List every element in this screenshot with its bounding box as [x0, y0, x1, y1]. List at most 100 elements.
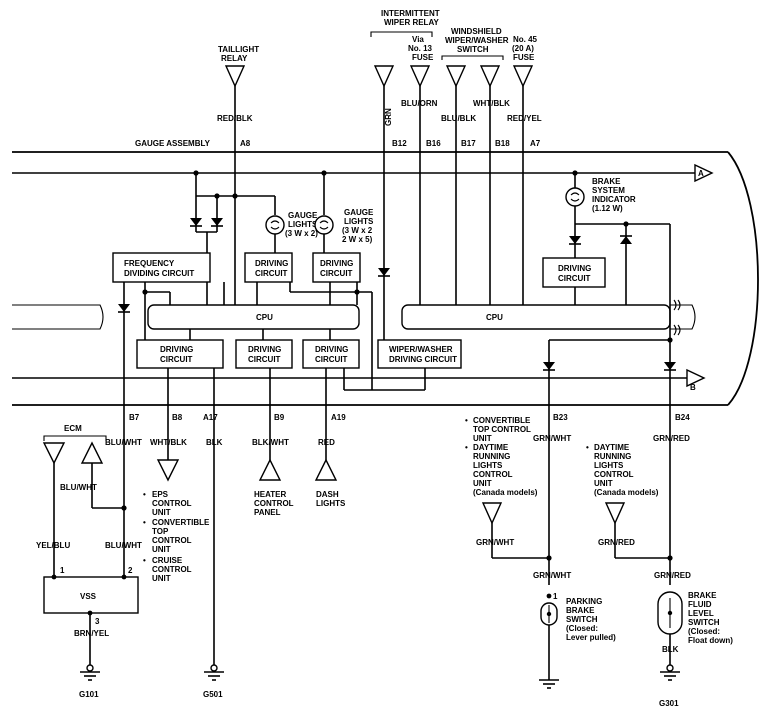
- wire-grn-red-b24: GRN/RED: [653, 434, 690, 443]
- gauge-lights-2: GAUGE LIGHTS (3 W x 2 2 W x 5): [314, 208, 374, 253]
- drv-g2-line2: CIRCUIT: [320, 269, 353, 278]
- driving-circuit-b8: DRIVING CIRCUIT: [136, 339, 224, 369]
- gauge1-line1: GAUGE: [288, 211, 318, 220]
- pin-b9: B9: [274, 413, 285, 422]
- drv-brake-line1: DRIVING: [558, 264, 591, 273]
- frequency-dividing-circuit: FREQUENCY DIVIDING CIRCUIT: [112, 252, 211, 283]
- park-line4: (Closed:: [566, 624, 598, 633]
- iwr-line2: WIPER RELAY: [384, 18, 439, 27]
- brake-lamp-line4: (1.12 W): [592, 204, 623, 213]
- ecm-block: ECM BLU/WHT BLU/WHT YEL/BLU BLU/WHT: [36, 424, 142, 577]
- cpu-left-label: CPU: [256, 313, 273, 322]
- wire-brn-yel: BRN/YEL: [74, 629, 109, 638]
- left-power-tree: [190, 170, 327, 305]
- wire-grn-wht-dtr: GRN/WHT: [476, 538, 514, 547]
- wire-yel-blu: YEL/BLU: [36, 541, 70, 550]
- cruise-line1: CRUISE: [152, 556, 183, 565]
- bullet-eps: •: [143, 490, 146, 499]
- drv-b8-line1: DRIVING: [160, 345, 193, 354]
- brake-lamp-line3: INDICATOR: [592, 195, 636, 204]
- drv-brake-line2: CIRCUIT: [558, 274, 591, 283]
- pin-b23: B23: [553, 413, 568, 422]
- wire-grn: GRN: [384, 108, 393, 126]
- b9-destination: BLK/WHT HEATER CONTROL PANEL: [252, 368, 294, 517]
- drl-b23-line4: CONTROL: [473, 470, 513, 479]
- drl-b24-line2: RUNNING: [594, 452, 631, 461]
- park-pin1: 1: [553, 592, 558, 601]
- driving-circuit-a19: DRIVING CIRCUIT: [302, 339, 360, 369]
- grn-connector: GRN B12: [373, 65, 407, 345]
- drl-b23-line5: UNIT: [473, 479, 492, 488]
- park-line3: SWITCH: [566, 615, 598, 624]
- fuse45-line2: (20 A): [512, 44, 534, 53]
- pin-b7: B7: [129, 413, 140, 422]
- bullet-conv: •: [143, 518, 146, 527]
- wire-wht-blk-b8: WHT/BLK: [150, 438, 187, 447]
- cpu-right: CPU: [401, 299, 696, 336]
- eps-line2: CONTROL: [152, 499, 192, 508]
- driving-circuit-gauge2: DRIVING CIRCUIT: [312, 252, 361, 283]
- heater-line1: HEATER: [254, 490, 287, 499]
- wiper-drv-line1: WIPER/WASHER: [389, 345, 453, 354]
- heater-line2: CONTROL: [254, 499, 294, 508]
- fluid-line2: FLUID: [688, 600, 712, 609]
- arrow-a-label: A: [698, 169, 704, 178]
- via-fuse-line1: Via: [412, 35, 424, 44]
- vss-pin3: 3: [95, 617, 100, 626]
- wire-grn-red-dtr: GRN/RED: [598, 538, 635, 547]
- drl-b23-line3: LIGHTS: [473, 461, 503, 470]
- brake-system-indicator: BRAKE SYSTEM INDICATOR (1.12 W): [565, 170, 671, 585]
- washer-line2: WIPER/WASHER: [445, 36, 509, 45]
- b24-destinations: GRN/RED • DAYTIME RUNNING LIGHTS CONTROL…: [586, 434, 691, 580]
- cruise-line2: CONTROL: [152, 565, 192, 574]
- drv-b9-line1: DRIVING: [248, 345, 281, 354]
- drl-b23-line2: RUNNING: [473, 452, 510, 461]
- gauge-assembly-title: GAUGE ASSEMBLY: [135, 139, 211, 148]
- heater-line3: PANEL: [254, 508, 281, 517]
- vss-pin2: 2: [128, 566, 133, 575]
- wire-grn-red-switch: GRN/RED: [654, 571, 691, 580]
- conv-b8-line2: TOP: [152, 527, 169, 536]
- gauge2-line2: LIGHTS: [344, 217, 374, 226]
- wiper-drv-line2: DRIVING CIRCUIT: [389, 355, 457, 364]
- driving-circuit-brake: DRIVING CIRCUIT: [542, 257, 606, 305]
- conv-b8-line3: CONTROL: [152, 536, 192, 545]
- wire-blu-blk: BLU/BLK: [441, 114, 476, 123]
- fuse45-line3: FUSE: [513, 53, 535, 62]
- brake-fluid-level-switch: BLK G301 BRAKE FLUID LEVEL SWITCH (Close…: [657, 591, 733, 708]
- pin-b24: B24: [675, 413, 690, 422]
- taillight-relay-line2: RELAY: [221, 54, 248, 63]
- bus-b: B: [12, 368, 706, 392]
- drv-g1-line1: DRIVING: [255, 259, 288, 268]
- wire-red-a19: RED: [318, 438, 335, 447]
- wire-red-blk: RED/BLK: [217, 114, 253, 123]
- drl-b23-line1: DAYTIME: [473, 443, 509, 452]
- wire-blk-a17: BLK: [206, 438, 223, 447]
- pin-a19: A19: [331, 413, 346, 422]
- conv-b8-line4: UNIT: [152, 545, 171, 554]
- gauge2-line3: (3 W x 2: [342, 226, 373, 235]
- arrow-b-label: B: [690, 383, 696, 392]
- wire-blu-wht-ecm: BLU/WHT: [60, 483, 97, 492]
- ground-g101: G101: [79, 664, 100, 699]
- ground-g301-label: G301: [659, 699, 679, 708]
- park-line5: Lever pulled): [566, 633, 616, 642]
- fuse45-line1: No. 45: [513, 35, 538, 44]
- wht-blk-connector: WHT/BLK B18: [473, 65, 510, 305]
- park-line1: PARKING: [566, 597, 602, 606]
- vss-sensor: VSS 1 2 3 BRN/YEL: [43, 566, 139, 668]
- cpu-left: CPU: [12, 304, 360, 330]
- vss-label: VSS: [80, 592, 97, 601]
- gauge1-line2: LIGHTS: [288, 220, 318, 229]
- drv-b9-line2: CIRCUIT: [248, 355, 281, 364]
- washer-line1: WINDSHIELD: [451, 27, 502, 36]
- wire-blu-wht-vss: BLU/WHT: [105, 541, 142, 550]
- dash-line1: DASH: [316, 490, 339, 499]
- freq-div-line2: DIVIDING CIRCUIT: [124, 269, 194, 278]
- fluid-line3: LEVEL: [688, 609, 714, 618]
- drl-b24-line1: DAYTIME: [594, 443, 630, 452]
- fluid-line6: Float down): [688, 636, 733, 645]
- drv-g1-line2: CIRCUIT: [255, 269, 288, 278]
- drv-a19-line1: DRIVING: [315, 345, 348, 354]
- pin-b16: B16: [426, 139, 441, 148]
